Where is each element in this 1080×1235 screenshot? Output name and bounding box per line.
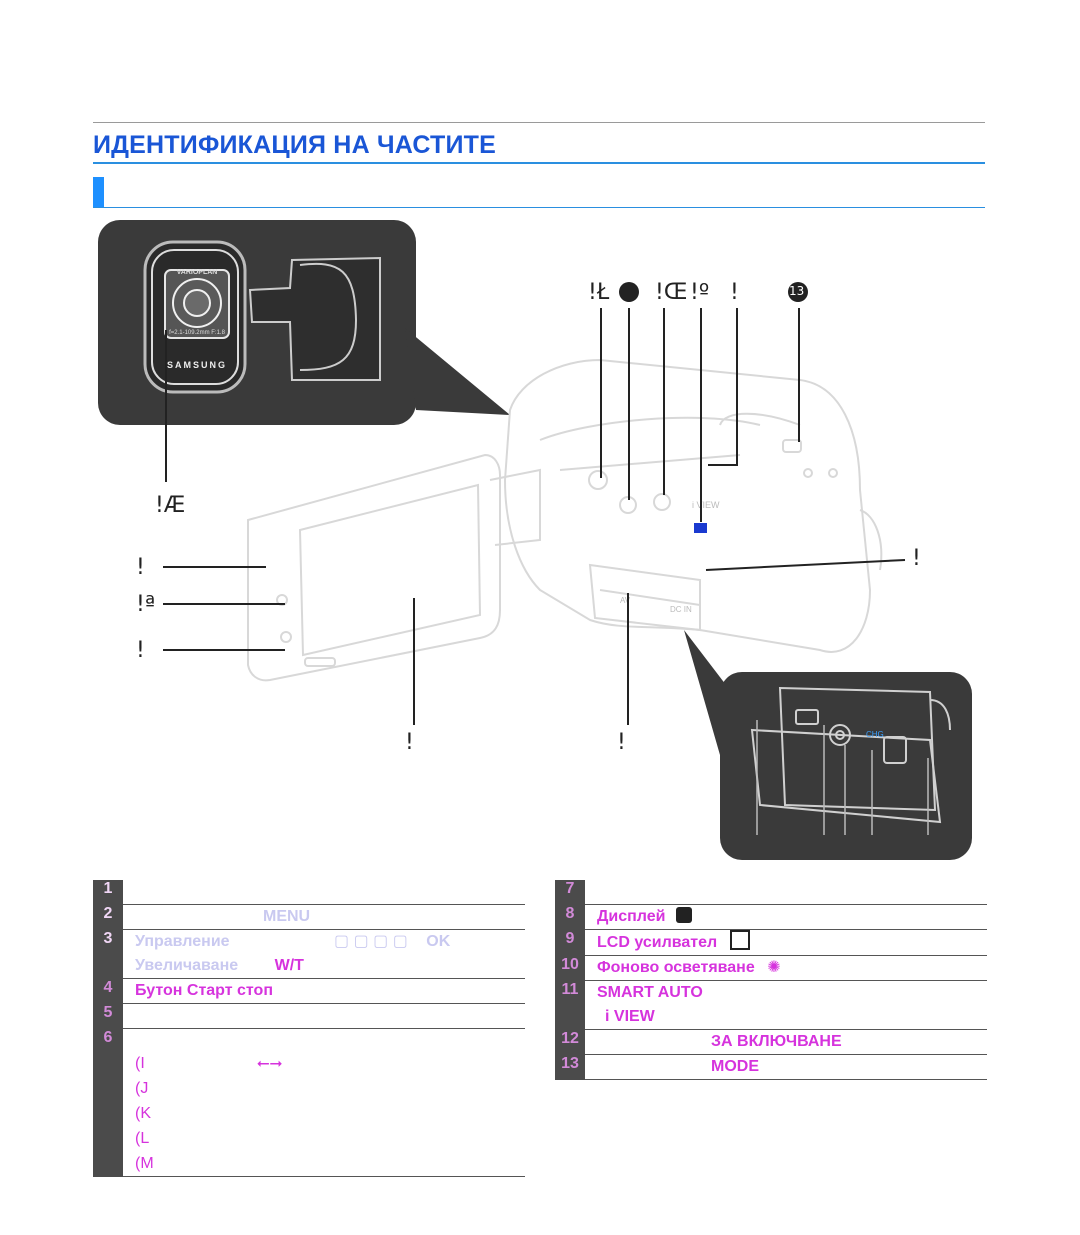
table-row: 1	[93, 880, 525, 905]
sub-item: (K	[135, 1105, 151, 1122]
wt-label: W/T	[274, 957, 304, 974]
callout-13: 13	[789, 284, 805, 298]
row-number: 3	[93, 929, 123, 979]
row-number: 12	[555, 1029, 585, 1055]
smart-auto-label: SMART AUTO	[597, 984, 703, 1001]
callout-top-2: !Œ	[655, 280, 688, 305]
callout-left-1: !	[136, 555, 145, 580]
section-marker	[93, 177, 104, 207]
sub-item: (J	[135, 1080, 149, 1097]
iview-label: i VIEW	[605, 1008, 655, 1025]
camcorder-illustration: VARIOPLAN f=2.1-109.2mm F:1.8 SAMSUNG	[98, 220, 972, 860]
callout-lens: !Æ	[155, 493, 186, 518]
sub-item: (I	[135, 1055, 145, 1072]
callout-bottom-2: !	[617, 730, 626, 755]
table-row: 2 MENU	[93, 904, 525, 930]
lcd-enhancer-icon	[729, 930, 750, 950]
row-number: 9	[555, 929, 585, 956]
connector-inset-pointer	[684, 630, 726, 755]
table-row: 12 ЗА ВКЛЮЧВАНЕ	[555, 1029, 987, 1055]
svg-text:i VIEW: i VIEW	[692, 500, 720, 510]
display-icon	[675, 907, 692, 923]
backlight-icon: ✺	[767, 959, 781, 976]
table-row: 8 Дисплей	[555, 904, 987, 930]
sub-item: (M	[135, 1155, 154, 1172]
parts-table-left: 1 2 MENU 3 Управление ▢ ▢ ▢ ▢ OK Увелича…	[93, 880, 525, 1177]
table-row: 7	[555, 880, 987, 905]
table-row: 6 (I ⭠⭢ (J (K (L (M	[93, 1028, 525, 1177]
callout-right-1: !	[912, 546, 921, 571]
row-number: 10	[555, 955, 585, 981]
table-row: 10 Фоново осветяване ✺	[555, 955, 987, 981]
section-rule	[93, 207, 985, 208]
row-text: Бутон Старт стоп	[123, 978, 525, 1004]
row-number: 11	[555, 980, 585, 1030]
arrow-keys-icon: ▢ ▢ ▢ ▢	[334, 933, 408, 950]
callout-left-3: !	[136, 638, 145, 663]
svg-text:AV: AV	[620, 596, 631, 605]
row-number: 8	[555, 904, 585, 930]
mode-indicator	[694, 523, 707, 533]
page-title: ИДЕНТИФИКАЦИЯ НА ЧАСТИТЕ	[93, 131, 496, 159]
table-row: 13 MODE	[555, 1054, 987, 1080]
sub-item: (L	[135, 1130, 150, 1147]
connector-inset-box	[720, 672, 972, 860]
row-number: 7	[555, 880, 585, 905]
row-text	[123, 1003, 525, 1029]
svg-text:f=2.1-109.2mm F:1.8: f=2.1-109.2mm F:1.8	[169, 330, 226, 336]
row-text	[123, 880, 525, 905]
camcorder-diagram: VARIOPLAN f=2.1-109.2mm F:1.8 SAMSUNG	[0, 210, 1080, 870]
svg-text:VARIOPLAN: VARIOPLAN	[177, 269, 218, 276]
table-row: Увеличаване W/T	[93, 954, 525, 979]
callout-left-2: !ª	[136, 592, 156, 617]
control-label: Управление	[135, 933, 230, 950]
table-row: 5	[93, 1003, 525, 1029]
table-row: 4 Бутон Старт стоп	[93, 978, 525, 1004]
table-row: 11 SMART AUTO i VIEW	[555, 980, 987, 1030]
table-row: 3 Управление ▢ ▢ ▢ ▢ OK	[93, 929, 525, 979]
zoom-label: Увеличаване	[135, 957, 239, 974]
display-label: Дисплей	[597, 908, 666, 925]
callout-top-4: !	[730, 280, 739, 305]
row-text	[585, 880, 987, 905]
row-number: 6	[93, 1028, 123, 1177]
ok-label: OK	[426, 933, 451, 950]
callout-bottom-1: !	[405, 730, 414, 755]
mode-label: MODE	[711, 1058, 759, 1075]
parts-table-right: 7 8 Дисплей 9 LCD усилвател 10 Фоново ос…	[555, 880, 987, 1080]
power-label: ЗА ВКЛЮЧВАНЕ	[711, 1033, 842, 1050]
usb-icon: ⭠⭢	[256, 1055, 283, 1072]
lcd-label: LCD усилвател	[597, 934, 718, 951]
top-rule	[93, 122, 985, 123]
row-number: 1	[93, 880, 123, 905]
lens-inset-pointer	[405, 328, 510, 415]
row-number: 2	[93, 904, 123, 930]
callout-top-1: !Ł	[588, 280, 610, 305]
row-number: 13	[555, 1054, 585, 1080]
menu-label: MENU	[263, 908, 311, 925]
callout-top-3: !º	[690, 280, 710, 305]
svg-text:DC IN: DC IN	[670, 605, 692, 614]
svg-text:SAMSUNG: SAMSUNG	[167, 360, 227, 370]
row-number: 5	[93, 1003, 123, 1029]
row-number: 4	[93, 978, 123, 1004]
backlight-label: Фоново осветяване	[597, 959, 755, 976]
svg-text:CHG: CHG	[866, 730, 884, 739]
title-underline	[93, 162, 985, 164]
table-row: 9 LCD усилвател	[555, 929, 987, 956]
